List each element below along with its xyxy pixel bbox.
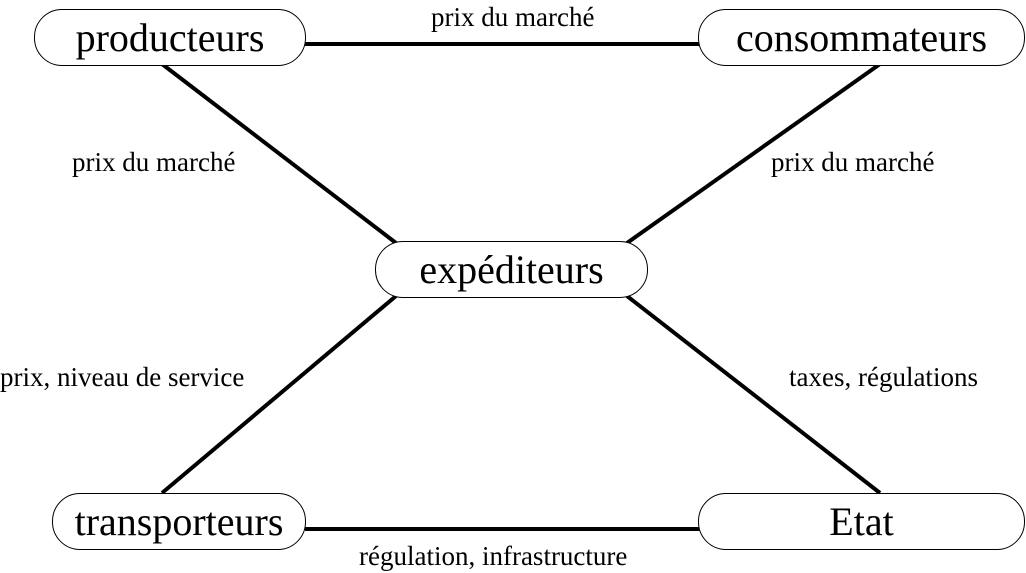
- edge-label-consommateurs-expediteurs: prix du marché: [771, 147, 935, 177]
- node-consommateurs-label: consommateurs: [735, 14, 988, 60]
- node-expediteurs-label: expéditeurs: [419, 246, 604, 292]
- edge-transporteurs-expediteurs: [160, 294, 398, 495]
- node-etat: Etat: [698, 493, 1025, 550]
- edge-label-transporteurs-etat: régulation, infrastructure: [359, 541, 628, 571]
- edge-label-producteurs-consommateurs: prix du marché: [431, 2, 595, 32]
- node-producteurs: producteurs: [34, 9, 306, 66]
- node-transporteurs-label: transporteurs: [74, 498, 284, 544]
- node-expediteurs: expéditeurs: [375, 241, 648, 298]
- node-producteurs-label: producteurs: [75, 14, 265, 60]
- edge-label-transporteurs-expediteurs: prix, niveau de service: [0, 362, 245, 392]
- edge-etat-expediteurs: [625, 294, 882, 495]
- edge-label-producteurs-expediteurs: prix du marché: [72, 147, 236, 177]
- node-consommateurs: consommateurs: [698, 9, 1025, 66]
- node-transporteurs: transporteurs: [52, 493, 306, 550]
- edge-producteurs-expediteurs: [160, 62, 398, 245]
- edge-consommateurs-expediteurs: [625, 62, 882, 245]
- edge-label-etat-expediteurs: taxes, régulations: [789, 362, 978, 392]
- node-etat-label: Etat: [829, 498, 894, 544]
